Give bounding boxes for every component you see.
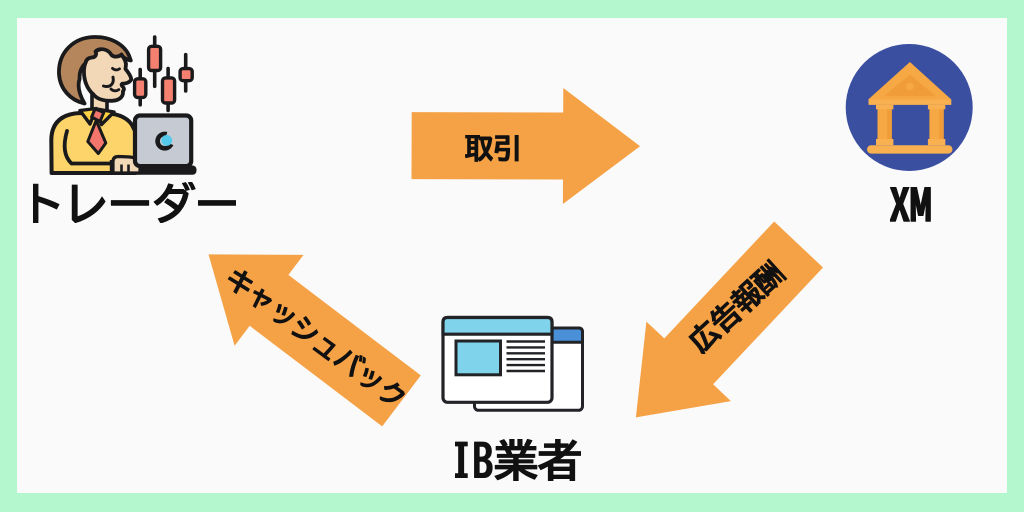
diagram-card <box>17 18 1007 493</box>
ad-reward-arrow-label-glyphs <box>688 257 788 354</box>
trader-at-laptop-icon <box>49 35 197 175</box>
bank-icon <box>845 44 973 171</box>
ib-label <box>454 438 581 481</box>
xm-label <box>889 187 931 222</box>
ad-reward-arrow-label <box>685 257 788 356</box>
trade-arrow-label <box>465 134 519 162</box>
cashback-arrow-label-glyphs <box>227 269 406 402</box>
browser-windows-icon <box>441 315 584 412</box>
cashback-arrow-label <box>224 264 409 409</box>
trader-label <box>32 182 236 224</box>
